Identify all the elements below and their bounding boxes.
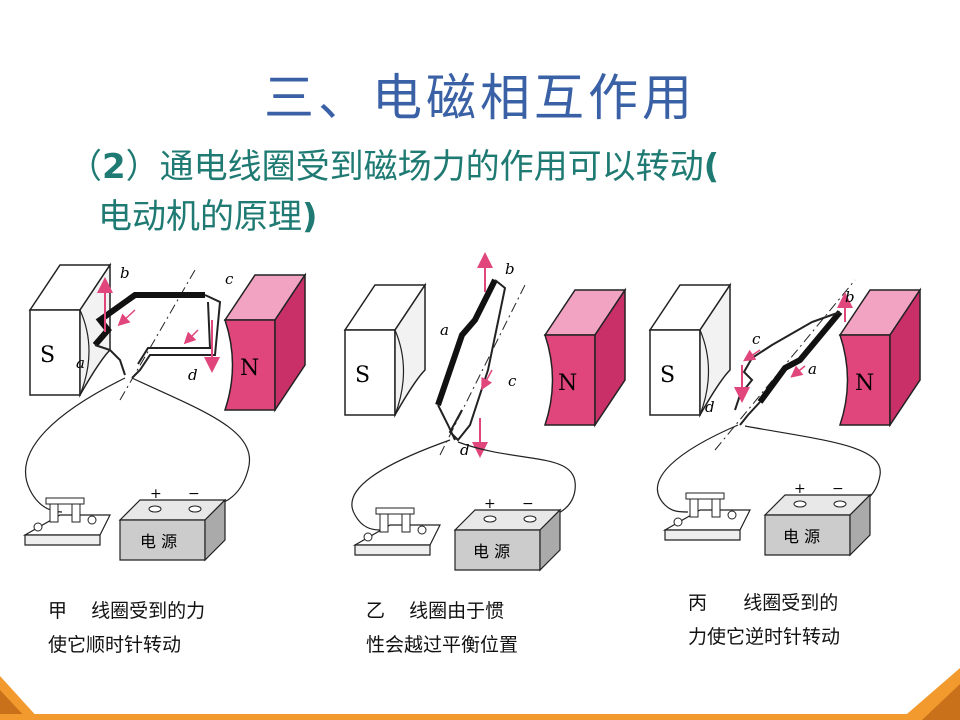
north-label: N (558, 371, 577, 396)
coil-label-d: d (460, 441, 470, 459)
subtitle-line-2: 电动机的原理) (68, 192, 908, 242)
coil-label-a: a (440, 321, 449, 339)
north-label: N (240, 356, 259, 381)
footer-decoration (0, 668, 960, 720)
caption-line-2: 使它顺时针转动 (48, 634, 182, 656)
north-magnet: N (223, 272, 307, 413)
subtitle-open-paren: （ (68, 147, 102, 187)
caption-line-1: 甲 线圈受到的力 (48, 600, 206, 622)
coil-label-d: d (705, 398, 715, 416)
terminal-minus: − (188, 486, 200, 502)
coil-label-b: b (505, 260, 515, 278)
north-magnet: N (543, 287, 627, 428)
footer-triangle-right-inner (922, 684, 960, 720)
terminal-plus: + (794, 481, 806, 497)
caption-figure-2: 乙 线圈由于惯 性会越过平衡位置 (366, 594, 518, 662)
caption-line-2: 性会越过平衡位置 (366, 634, 519, 656)
footer-bar (0, 714, 960, 720)
figure-1: S N b c a d (22, 262, 307, 562)
subtitle-number: 2 (102, 147, 126, 187)
figure-3: S N b c a d (648, 279, 922, 557)
coil-label-a: a (808, 360, 817, 378)
subtitle-text-2: 电动机的原理 (98, 197, 302, 237)
coil-label-b: b (120, 264, 130, 282)
power-source: + − 电 源 (118, 486, 227, 562)
subtitle-line-1: （2）通电线圈受到磁场力的作用可以转动( (68, 142, 908, 192)
subtitle-paren-close: ) (302, 197, 318, 237)
coil-label-b: b (845, 288, 855, 306)
slide-title: 三、电磁相互作用 (264, 69, 696, 127)
south-label: S (355, 363, 370, 388)
caption-figure-1: 甲 线圈受到的力 使它顺时针转动 (48, 594, 205, 662)
power-source: + − 电 源 (763, 481, 872, 557)
coil-label-c: c (225, 270, 234, 288)
figure-2: S N b a c d (343, 252, 627, 572)
south-magnet: S (28, 262, 112, 398)
subtitle-text: ）通电线圈受到磁场力的作用可以转动 (125, 147, 704, 187)
coil-label-c: c (752, 330, 761, 348)
caption-line-1: 丙 线圈受到的 (688, 592, 839, 614)
terminal-plus: + (484, 496, 496, 512)
south-magnet: S (648, 282, 732, 418)
footer-triangle-left-inner (0, 690, 28, 720)
terminal-plus: + (150, 486, 162, 502)
motor-diagrams: S N b c a d (22, 252, 922, 572)
caption-line-2: 力使它逆时针转动 (688, 626, 841, 648)
switch (662, 492, 751, 541)
caption-figure-3: 丙 线圈受到的 力使它逆时针转动 (688, 586, 840, 654)
subtitle-paren-open: ( (703, 147, 720, 187)
switch (352, 507, 441, 556)
south-label: S (40, 343, 55, 368)
north-label: N (855, 371, 874, 396)
switch (22, 497, 111, 546)
coil-label-d: d (188, 366, 198, 384)
terminal-minus: − (832, 481, 844, 497)
north-magnet: N (838, 287, 922, 428)
power-label: 电 源 (783, 527, 820, 546)
power-label: 电 源 (140, 532, 177, 551)
coil-label-c: c (508, 372, 517, 390)
south-label: S (660, 363, 675, 388)
power-source: + − 电 源 (453, 496, 562, 572)
slide-subtitle: （2）通电线圈受到磁场力的作用可以转动( 电动机的原理) (68, 142, 908, 242)
power-label: 电 源 (473, 542, 510, 561)
south-magnet: S (343, 282, 427, 418)
caption-line-1: 乙 线圈由于惯 (366, 600, 505, 622)
coil-label-a: a (76, 354, 85, 372)
terminal-minus: − (522, 496, 534, 512)
